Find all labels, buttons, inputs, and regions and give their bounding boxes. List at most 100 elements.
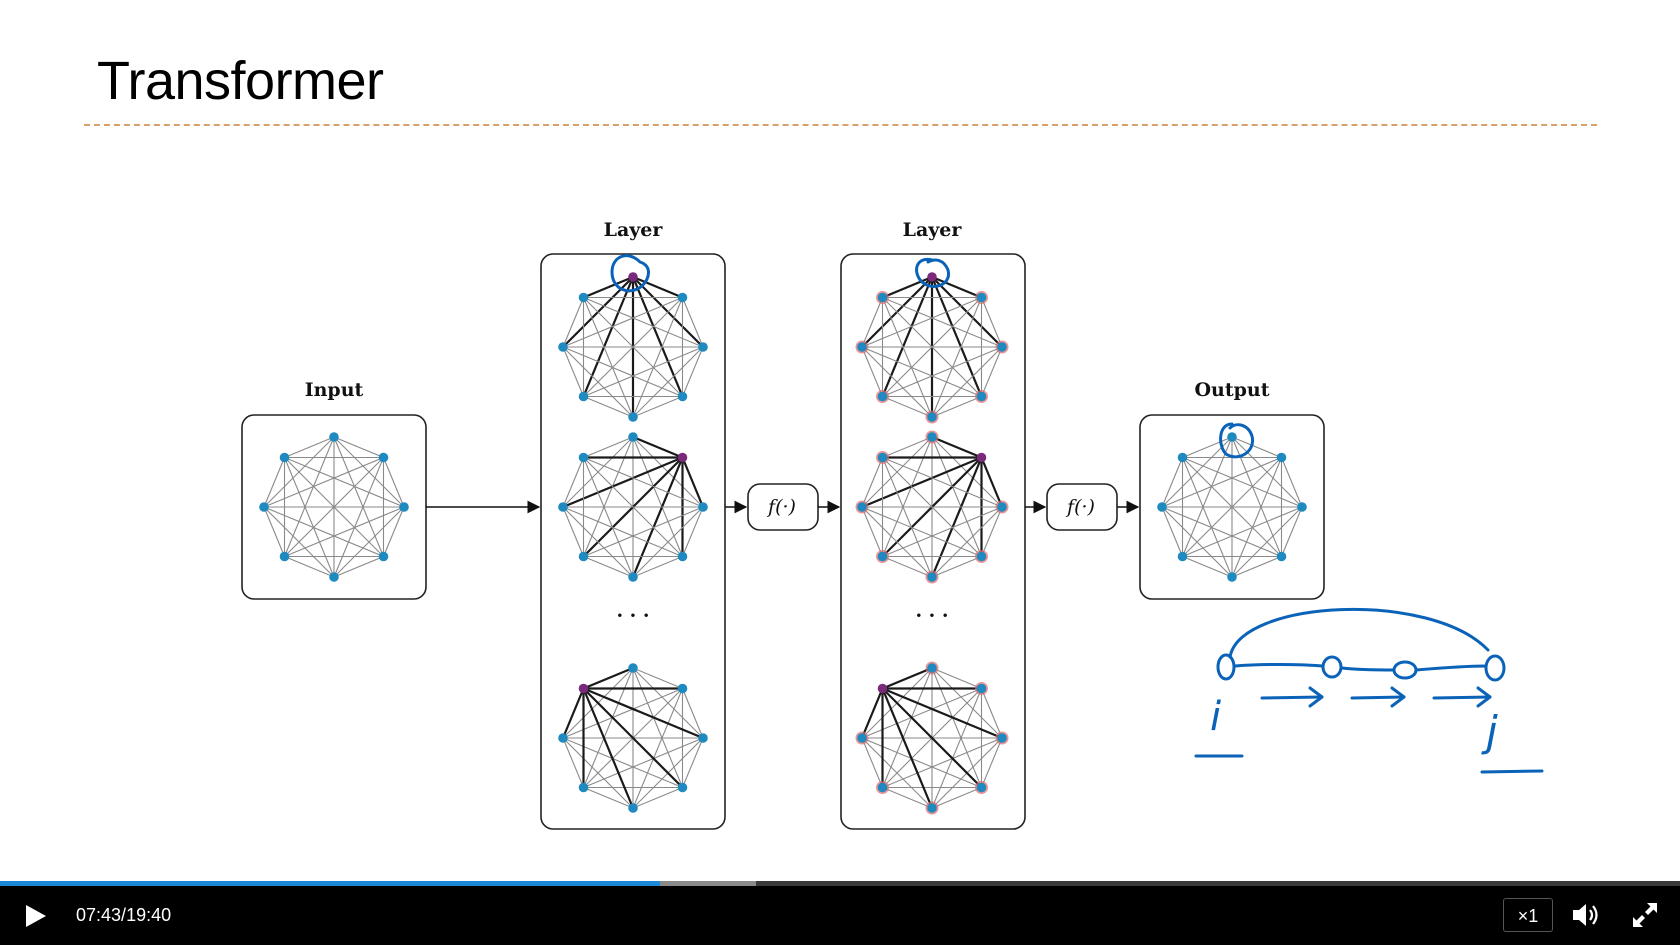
graph-edge [582,688,635,809]
input-label: Input [305,379,364,401]
graph-node [997,733,1007,743]
graph-node [1276,551,1287,562]
graph-edge [861,506,884,557]
annotation-link [1340,666,1396,672]
annotation-arrowhead [1308,686,1324,708]
graph-edge [980,737,1003,788]
graph-edge [860,688,884,739]
graph-edge [681,346,704,397]
graph-edge [284,555,335,578]
graph-edge [930,276,983,397]
playback-speed-button[interactable]: ×1 [1503,898,1553,932]
graph-edge [1181,436,1233,557]
graph-node [279,452,290,463]
graph-edge [263,457,286,508]
graph-edge [1231,436,1282,459]
annotation-arrowhead [1476,686,1492,708]
graph-edge [284,456,405,508]
graph-edge [980,688,1003,739]
current-time: 07:43 [76,905,122,925]
graph-edge [1161,506,1282,558]
graph-edge [583,275,634,299]
graph-edge [1161,456,1282,508]
annotation-node [1216,653,1236,681]
graph-node [578,782,589,793]
output-label: Output [1194,379,1269,401]
graph-edge [980,346,1003,397]
graph-node [628,432,638,442]
graph-node [698,502,708,512]
slide: Transformer Input Layer Layer Output f(·… [84,51,1597,830]
graph-edge [583,737,704,789]
graph-node [1276,452,1287,463]
graph-edge [382,457,405,508]
graph-edge [583,395,634,418]
input-graph [259,432,409,582]
annotation-arrow [1260,695,1324,700]
graph-edge [931,555,982,578]
graph-node [877,391,888,402]
graph-edge [632,435,683,459]
graph-edge [1182,457,1282,557]
layer2-graph-middle [855,430,1009,584]
graph-edge [931,297,983,418]
graph-edge [861,346,982,398]
graph-edge [881,688,934,809]
annotation-arrowhead [1390,686,1406,708]
graph-edge [583,666,634,690]
graph-edge [284,506,405,558]
annotation-letter-j: j [1481,707,1498,756]
annotation-link [1414,664,1488,672]
graph-node [558,733,568,743]
graph-node [976,452,987,463]
graph-node [677,782,688,793]
graph-edge [263,506,335,578]
graph-edge [582,457,634,578]
play-button[interactable] [20,901,50,931]
graph-edge [583,457,683,557]
graph-edge [861,296,982,348]
graph-node [877,551,888,562]
graph-edge [882,346,1003,398]
graph-edge [582,687,684,789]
graph-node [1177,551,1188,562]
graph-node [927,432,937,442]
graph-edge [882,737,1003,789]
graph-node [329,572,339,582]
graph-node [927,272,937,282]
graph-edge [881,457,933,578]
graph-edge [882,296,1003,348]
graph-edge [284,436,335,459]
graph-edge [263,506,384,558]
graph-edge [882,297,982,397]
layer1-graph-top [558,272,708,422]
graph-node [558,502,568,512]
volume-button[interactable] [1570,900,1604,930]
progress-bar[interactable] [0,881,1680,886]
output-graph [1157,432,1307,582]
graph-edge [882,666,933,690]
annotation-node [1321,655,1343,679]
graph-edge [583,687,704,740]
transformer-diagram: Input Layer Layer Output f(·) f(·) · · ·… [241,219,1544,830]
graph-edge [583,297,683,397]
graph-edge [1182,456,1303,508]
fullscreen-button[interactable] [1630,900,1660,930]
layer2-graph-top [855,272,1009,424]
graph-node [976,292,987,303]
graph-node [997,502,1007,512]
title-divider [84,124,1597,126]
graph-edge [681,457,705,508]
graph-edge [562,506,683,558]
annotation-underline-j [1480,769,1544,774]
graph-node [1157,502,1167,512]
graph-edge [980,506,1003,557]
graph-edge [562,457,585,508]
graph-edge [333,555,384,578]
graph-edge [284,457,384,557]
graph-node [1227,572,1237,582]
graph-edge [632,395,683,418]
graph-edge [631,457,684,578]
graph-edge [263,456,384,508]
